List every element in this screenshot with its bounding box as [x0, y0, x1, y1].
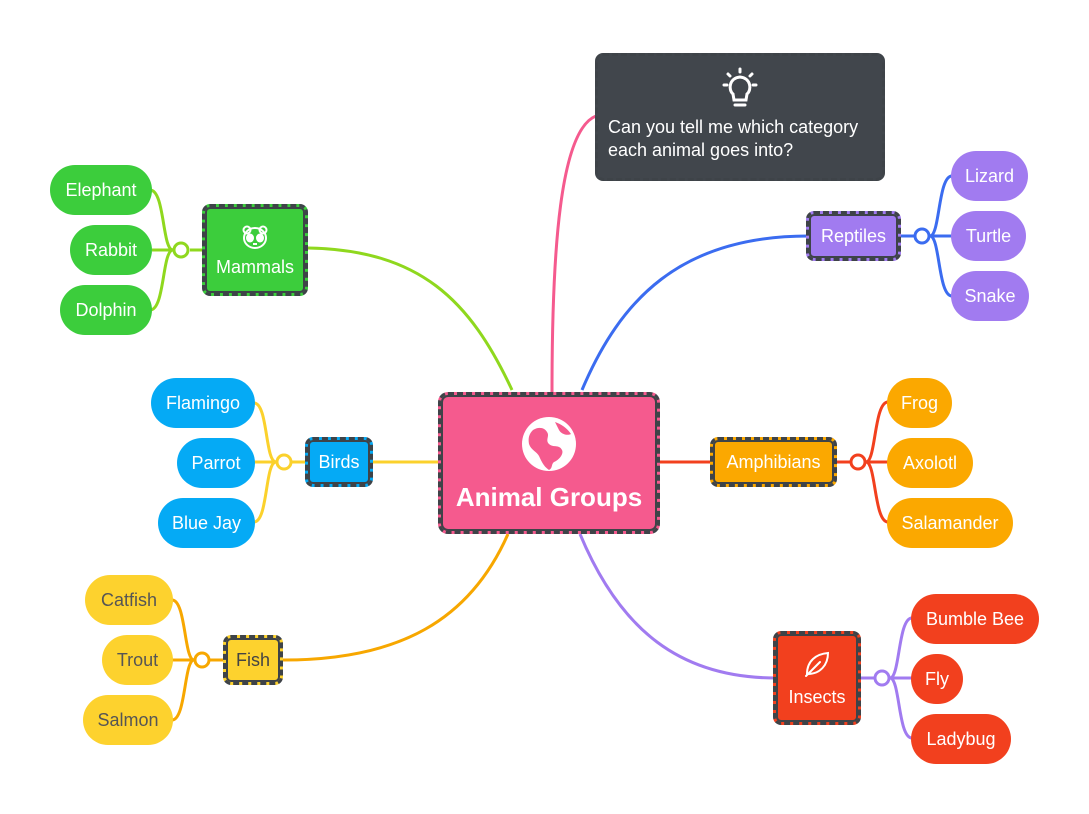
leaf-label: Dolphin: [75, 299, 137, 320]
category-fish-label: Fish: [235, 649, 270, 670]
category-mammals[interactable]: Mammals: [202, 204, 308, 296]
prompt-note: Can you tell me which category each anim…: [595, 53, 885, 181]
leaf-label: Ladybug: [926, 728, 996, 749]
leaf-lizard[interactable]: Lizard: [951, 151, 1028, 201]
branch-reptiles: [580, 234, 809, 391]
branch-fish: [282, 533, 510, 662]
branch-mammals: [307, 246, 514, 391]
panda-icon: [242, 225, 268, 249]
leaf-snake[interactable]: Snake: [951, 271, 1029, 321]
leaf-label: Salmon: [97, 709, 159, 730]
lightbulb-icon: [722, 67, 758, 107]
category-birds-label: Birds: [318, 451, 360, 472]
leaf-catfish[interactable]: Catfish: [85, 575, 173, 625]
leaf-elephant[interactable]: Elephant: [50, 165, 152, 215]
leaf-rabbit[interactable]: Rabbit: [70, 225, 152, 275]
leaf-label: Trout: [116, 649, 159, 670]
leaf-bumble-bee[interactable]: Bumble Bee: [911, 594, 1039, 644]
globe-icon: [522, 416, 576, 471]
category-fish[interactable]: Fish: [223, 635, 283, 685]
leaf-label: Axolotl: [902, 452, 958, 473]
leaf-label: Turtle: [965, 225, 1012, 246]
leaf-turtle[interactable]: Turtle: [951, 211, 1026, 261]
leaf-trout[interactable]: Trout: [102, 635, 173, 685]
leaf-dolphin[interactable]: Dolphin: [60, 285, 152, 335]
central-title: Animal Groups: [455, 481, 643, 512]
category-reptiles[interactable]: Reptiles: [806, 211, 901, 261]
leaf-flamingo[interactable]: Flamingo: [151, 378, 255, 428]
leaf-label: Lizard: [964, 165, 1015, 186]
leaf-fly[interactable]: Fly: [911, 654, 963, 704]
category-amphibians[interactable]: Amphibians: [710, 437, 837, 487]
category-reptiles-label: Reptiles: [820, 225, 887, 246]
category-insects-label: Insects: [788, 686, 846, 707]
leaf-icon: [805, 651, 830, 677]
branch-insects: [578, 533, 777, 680]
category-mammals-label: Mammals: [215, 256, 294, 277]
leaf-label: Rabbit: [84, 239, 138, 260]
leaf-blue-jay[interactable]: Blue Jay: [158, 498, 255, 548]
category-insects[interactable]: Insects: [773, 631, 861, 725]
prompt-note-text: Can you tell me which category each anim…: [608, 117, 859, 160]
category-amphibians-label: Amphibians: [726, 451, 821, 472]
leaf-label: Parrot: [191, 452, 241, 473]
leaf-label: Fly: [925, 668, 949, 689]
leaf-label: Snake: [964, 285, 1016, 306]
leaf-label: Catfish: [100, 589, 158, 610]
leaf-label: Flamingo: [165, 392, 241, 413]
leaf-label: Elephant: [65, 179, 137, 200]
category-birds[interactable]: Birds: [305, 437, 373, 487]
branch-note: [550, 114, 597, 393]
leaf-label: Blue Jay: [171, 512, 242, 533]
leaf-parrot[interactable]: Parrot: [177, 438, 255, 488]
leaf-salamander[interactable]: Salamander: [887, 498, 1013, 548]
leaf-axolotl[interactable]: Axolotl: [887, 438, 973, 488]
leaf-label: Frog: [900, 392, 938, 413]
leaf-frog[interactable]: Frog: [887, 378, 952, 428]
leaf-ladybug[interactable]: Ladybug: [911, 714, 1011, 764]
leaf-label: Bumble Bee: [925, 608, 1025, 629]
leaf-label: Salamander: [901, 512, 999, 533]
central-topic[interactable]: Animal Groups: [438, 392, 660, 534]
leaf-salmon[interactable]: Salmon: [83, 695, 173, 745]
